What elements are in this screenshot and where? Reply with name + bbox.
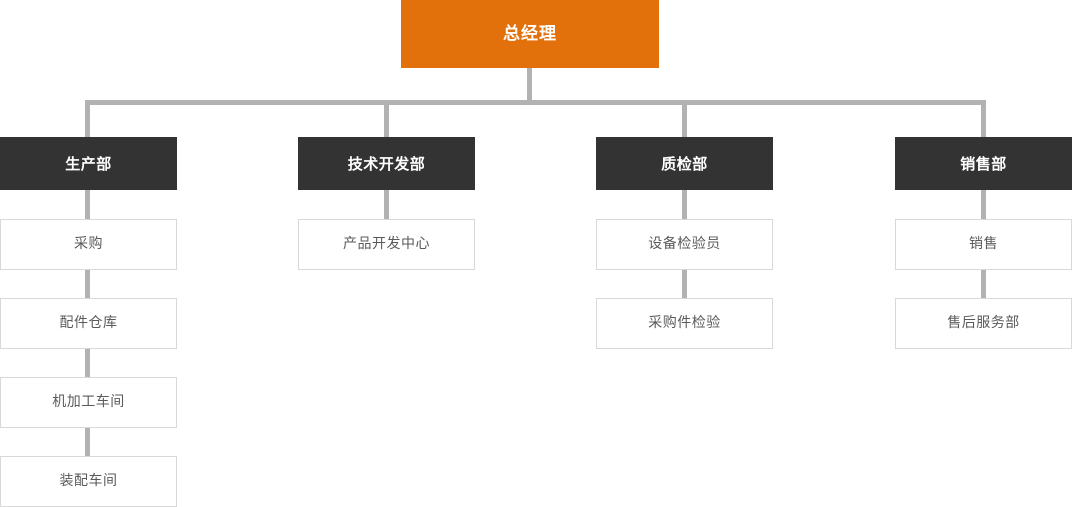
connector-unit3-unit4-col1 xyxy=(85,428,90,458)
connector-dept3-unit1 xyxy=(682,190,687,221)
org-node-unit-4-2[interactable]: 售后服务部 xyxy=(895,298,1072,349)
org-node-unit-3-1[interactable]: 设备检验员 xyxy=(596,219,773,270)
org-node-unit-1-3[interactable]: 机加工车间 xyxy=(0,377,177,428)
connector-unit2-unit3-col1 xyxy=(85,349,90,379)
connector-dept4-unit1 xyxy=(981,190,986,221)
connector-bus-drop-3 xyxy=(682,100,687,138)
org-node-unit-4-1[interactable]: 销售 xyxy=(895,219,1072,270)
org-node-unit-1-2[interactable]: 配件仓库 xyxy=(0,298,177,349)
connector-unit1-unit2-col3 xyxy=(682,270,687,300)
connector-dept2-unit1 xyxy=(384,190,389,221)
connector-unit1-unit2-col1 xyxy=(85,270,90,300)
org-node-root[interactable]: 总经理 xyxy=(401,0,659,68)
connector-bus-drop-1 xyxy=(85,100,90,138)
org-node-unit-2-1[interactable]: 产品开发中心 xyxy=(298,219,475,270)
org-node-department-3[interactable]: 质检部 xyxy=(596,137,773,190)
connector-root-bus xyxy=(85,100,986,105)
org-node-department-2[interactable]: 技术开发部 xyxy=(298,137,475,190)
org-node-department-4[interactable]: 销售部 xyxy=(895,137,1072,190)
connector-bus-drop-4 xyxy=(981,100,986,138)
org-node-unit-1-4[interactable]: 装配车间 xyxy=(0,456,177,507)
connector-root-stem xyxy=(527,68,532,102)
org-node-unit-1-1[interactable]: 采购 xyxy=(0,219,177,270)
connector-dept1-unit1 xyxy=(85,190,90,221)
org-node-unit-3-2[interactable]: 采购件检验 xyxy=(596,298,773,349)
org-node-department-1[interactable]: 生产部 xyxy=(0,137,177,190)
connector-bus-drop-2 xyxy=(384,100,389,138)
connector-unit1-unit2-col4 xyxy=(981,270,986,300)
